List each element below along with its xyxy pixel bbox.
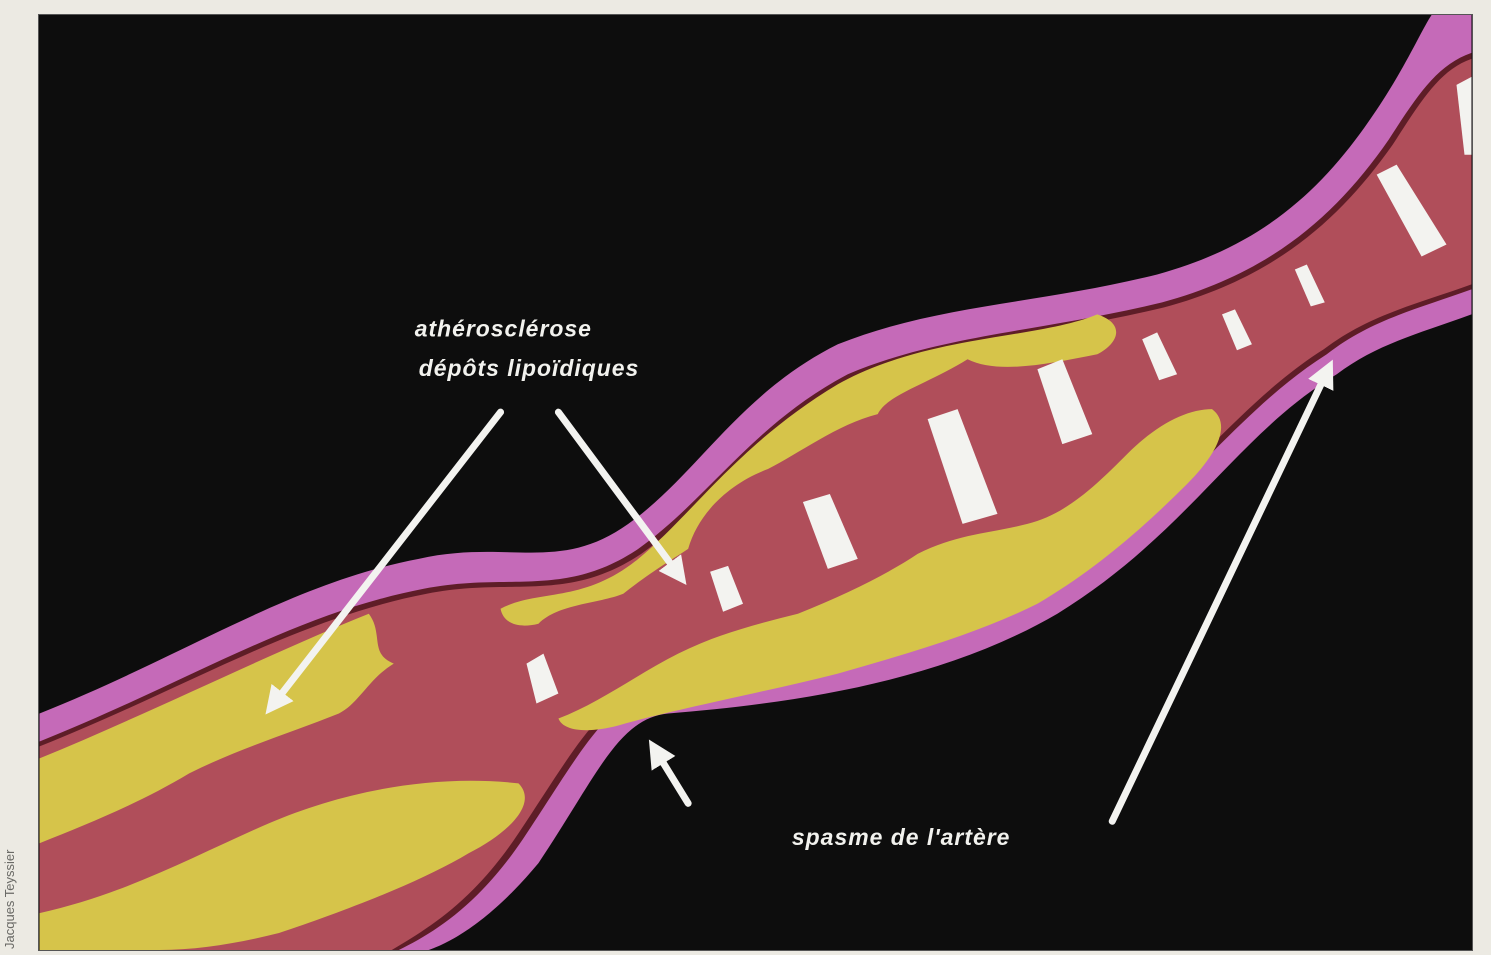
artery-diagram: athérosclérose dépôts lipoïdiques spasme… [39,15,1472,950]
label-spasm: spasme de l'artère [792,824,1010,850]
photo-credit: Jacques Teyssier [2,789,26,949]
label-lipid-deposits: dépôts lipoïdiques [419,355,640,381]
pointer-spasm-left [656,751,688,803]
label-atherosclerosis: athérosclérose [415,315,592,341]
illustration-frame: athérosclérose dépôts lipoïdiques spasme… [38,14,1473,951]
blood-lumen [40,59,1472,950]
